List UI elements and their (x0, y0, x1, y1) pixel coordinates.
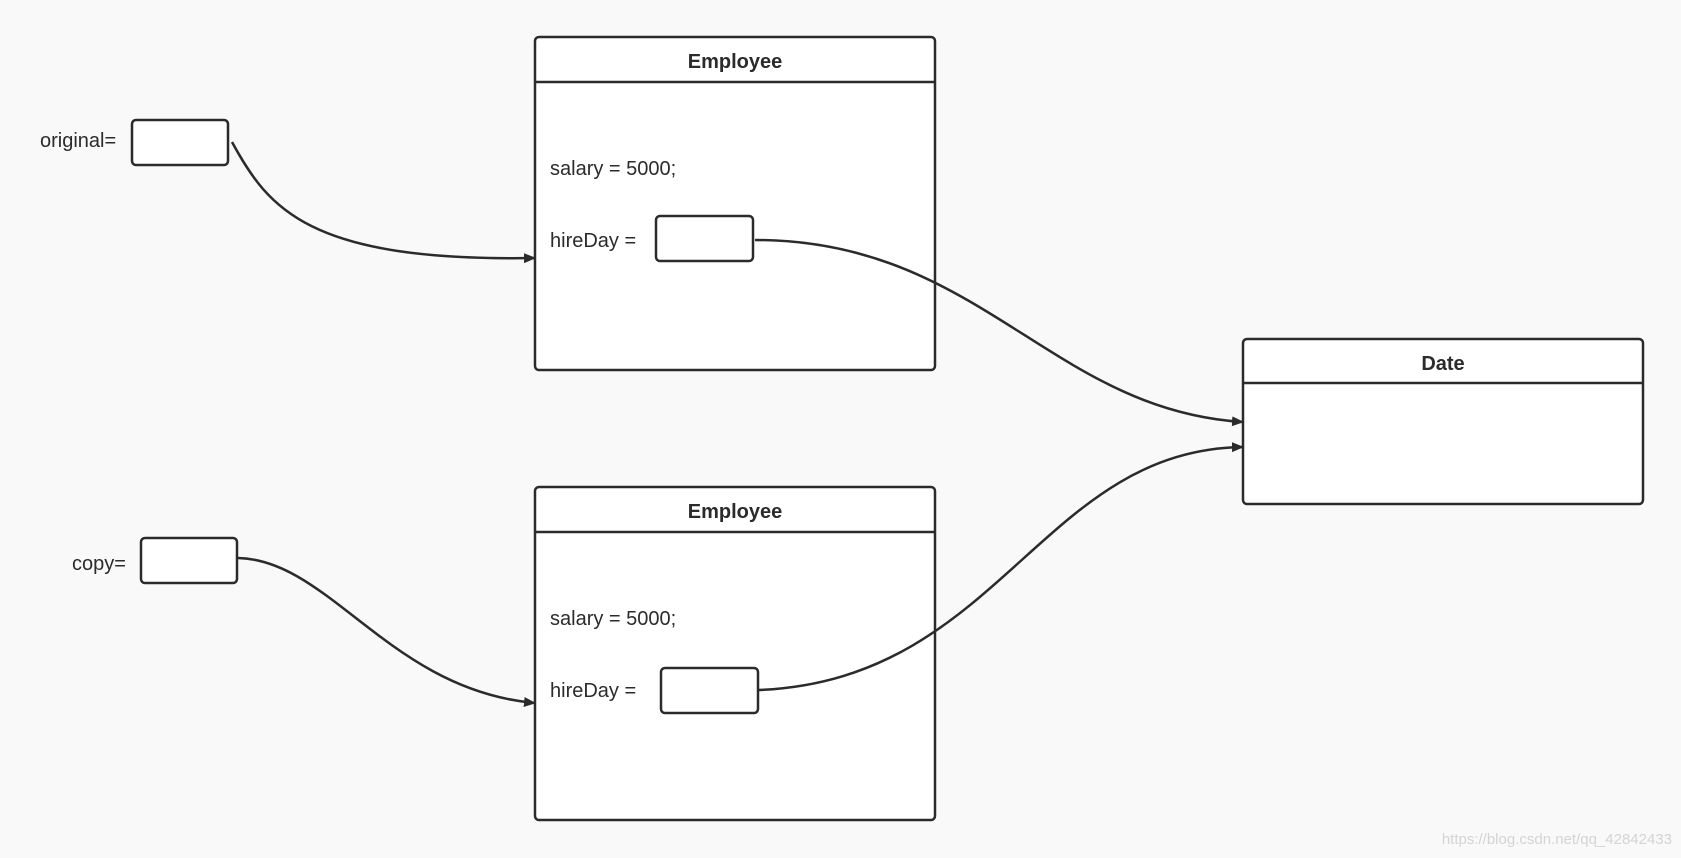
original-variable: original= (40, 118, 230, 167)
employee-box-top-title: Employee (688, 51, 782, 73)
arrow-original-to-employee-top (230, 141, 536, 264)
copy-variable: copy= (72, 536, 239, 585)
watermark-text: https://blog.csdn.net/qq_42842433 (1442, 831, 1672, 848)
date-box-title: Date (1421, 353, 1464, 375)
employee-top-salary-field: salary = 5000; (550, 158, 676, 180)
arrow-bottom-hireday-to-date (758, 442, 1244, 692)
employee-top-hireday-label: hireDay = (550, 230, 636, 252)
original-reference-slot (130, 118, 230, 167)
original-label: original= (40, 130, 116, 152)
employee-box-top: Employee salary = 5000; hireDay = (533, 35, 937, 372)
arrow-copy-to-employee-bottom (237, 556, 536, 707)
employee-box-bottom-frame (533, 485, 937, 822)
employee-bottom-salary-field: salary = 5000; (550, 608, 676, 630)
employee-box-top-frame (533, 35, 937, 372)
employee-bottom-hireday-label: hireDay = (550, 680, 636, 702)
arrow-top-hireday-to-date (754, 238, 1244, 427)
copy-label: copy= (72, 553, 126, 575)
employee-bottom-hireday-slot (659, 666, 760, 715)
employee-box-bottom: Employee salary = 5000; hireDay = (533, 485, 937, 822)
date-box: Date (1241, 337, 1645, 506)
employee-top-hireday-slot (654, 214, 755, 263)
copy-reference-slot (139, 536, 239, 585)
employee-box-bottom-title: Employee (688, 501, 782, 523)
